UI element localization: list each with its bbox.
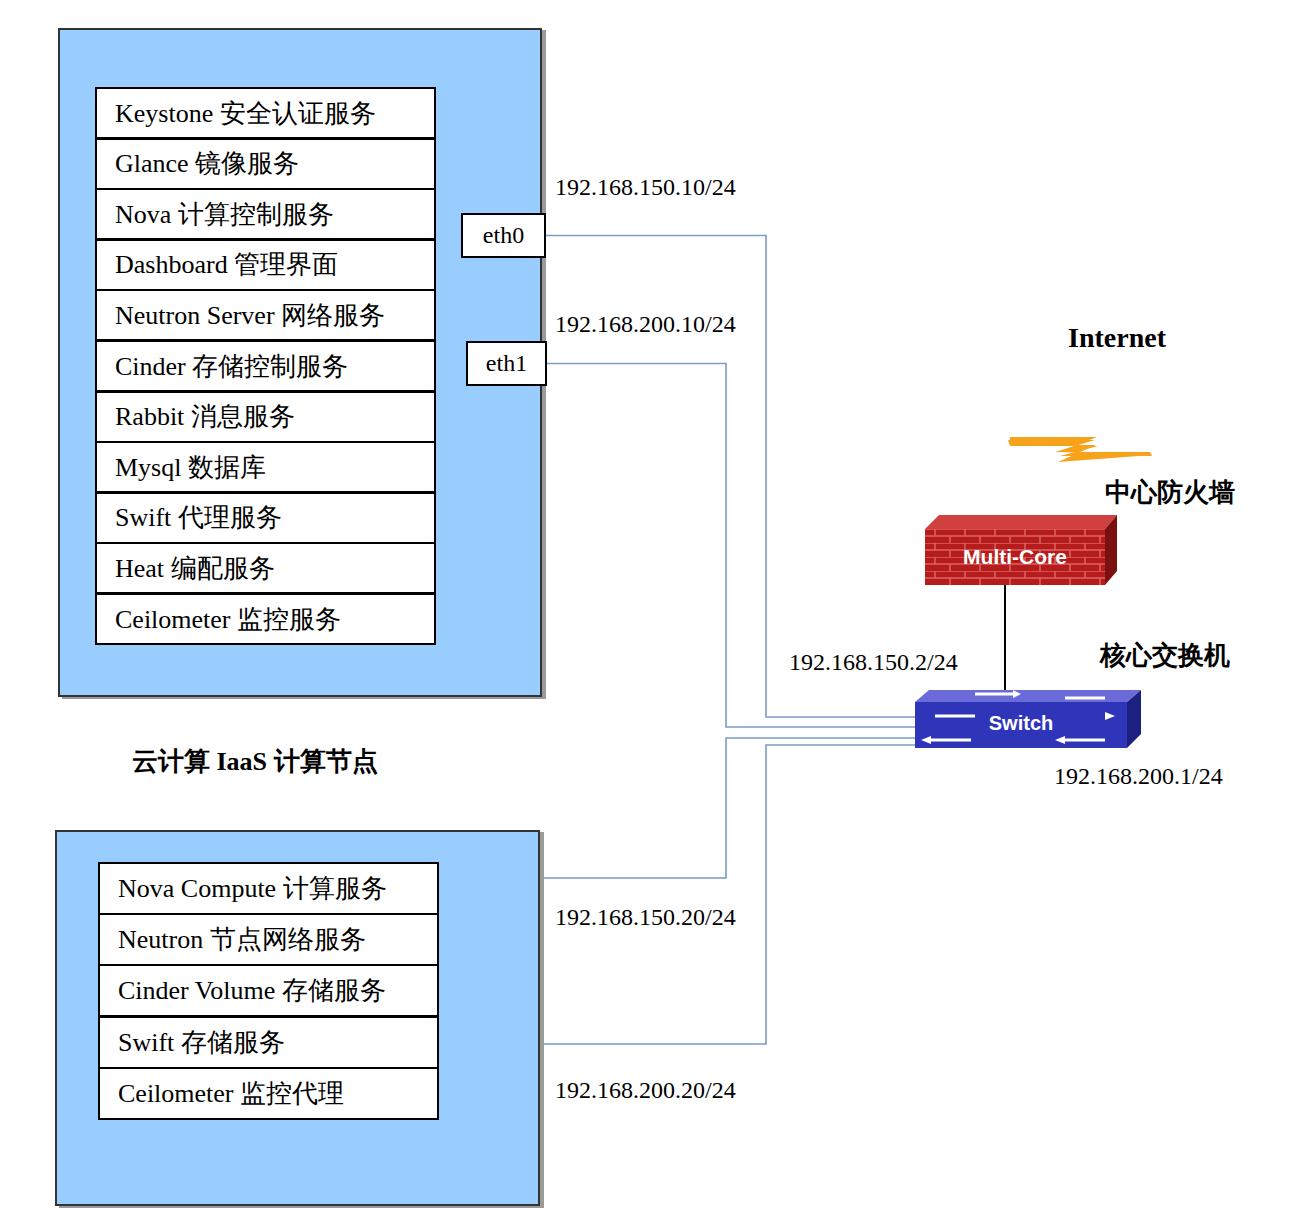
- switch-icon: Switch核心交换机: [915, 690, 1141, 748]
- ip-label: 192.168.150.2/24: [787, 649, 960, 676]
- service-box: Keystone 安全认证服务: [95, 87, 436, 139]
- service-box: Swift 代理服务: [95, 492, 436, 544]
- node-text: Dashboard 管理界面: [115, 247, 338, 282]
- service-box: Nova 计算控制服务: [95, 188, 436, 240]
- service-box: Neutron Server 网络服务: [95, 289, 436, 341]
- device-caption: 核心交换机: [1100, 638, 1230, 673]
- ip-label: 192.168.200.1/24: [1052, 763, 1225, 790]
- service-box: Dashboard 管理界面: [95, 239, 436, 291]
- node-text: Cinder Volume 存储服务: [118, 973, 386, 1008]
- ip-label: 192.168.200.10/24: [553, 311, 738, 338]
- interface-box: eth0: [461, 213, 546, 258]
- service-box: Neutron 节点网络服务: [98, 913, 439, 966]
- node-text: eth1: [486, 350, 527, 377]
- ip-label: 192.168.200.20/24: [553, 1077, 738, 1104]
- node-text: Heat 编配服务: [115, 551, 275, 586]
- controller-node: Keystone 安全认证服务 Glance 镜像服务 Nova 计算控制服务 Das…: [58, 28, 542, 697]
- node-text: Ceilometer 监控代理: [118, 1076, 344, 1111]
- node-text: Mysql 数据库: [115, 450, 266, 485]
- node-text: Swift 存储服务: [118, 1025, 285, 1060]
- node-text: Nova 计算控制服务: [115, 197, 334, 232]
- service-box: Swift 存储服务: [98, 1016, 439, 1069]
- device-label: Switch: [915, 712, 1127, 735]
- service-box: Mysql 数据库: [95, 441, 436, 493]
- service-box: Cinder 存储控制服务: [95, 340, 436, 392]
- network-link: [1004, 585, 1006, 690]
- node-text: Glance 镜像服务: [115, 146, 299, 181]
- service-box: Ceilometer 监控服务: [95, 593, 436, 645]
- ip-label: 192.168.150.10/24: [553, 174, 738, 201]
- service-box: Cinder Volume 存储服务: [98, 964, 439, 1017]
- service-box: Glance 镜像服务: [95, 138, 436, 190]
- device-label: Multi-Core: [925, 545, 1105, 569]
- node-text: Swift 代理服务: [115, 500, 282, 535]
- interface-box: eth1: [466, 341, 547, 386]
- service-box: Heat 编配服务: [95, 542, 436, 594]
- ip-label: 192.168.150.20/24: [553, 904, 738, 931]
- node-text: Ceilometer 监控服务: [115, 602, 341, 637]
- node-text: Nova Compute 计算服务: [118, 871, 387, 906]
- service-box: Nova Compute 计算服务: [98, 862, 439, 915]
- lightning-bolt: [1010, 437, 1152, 462]
- compute-node: 云计算 IaaS 计算节点Nova Compute 计算服务Neutron 节点…: [55, 830, 540, 1206]
- network-link: [540, 745, 915, 1044]
- node-text: Neutron 节点网络服务: [118, 922, 366, 957]
- service-box: Ceilometer 监控代理: [98, 1067, 439, 1120]
- node-heading: 云计算 IaaS 计算节点: [132, 744, 378, 779]
- network-link: [546, 236, 915, 718]
- network-label: Internet: [1068, 322, 1166, 354]
- node-text: Keystone 安全认证服务: [115, 96, 376, 131]
- firewall-icon: Multi-Core中心防火墙: [925, 515, 1117, 585]
- node-text: Cinder 存储控制服务: [115, 349, 348, 384]
- service-box: Rabbit 消息服务: [95, 391, 436, 443]
- node-text: eth0: [483, 222, 524, 249]
- network-link: [540, 738, 915, 878]
- device-caption: 中心防火墙: [1105, 475, 1235, 510]
- node-text: Rabbit 消息服务: [115, 399, 295, 434]
- node-text: Neutron Server 网络服务: [115, 298, 385, 333]
